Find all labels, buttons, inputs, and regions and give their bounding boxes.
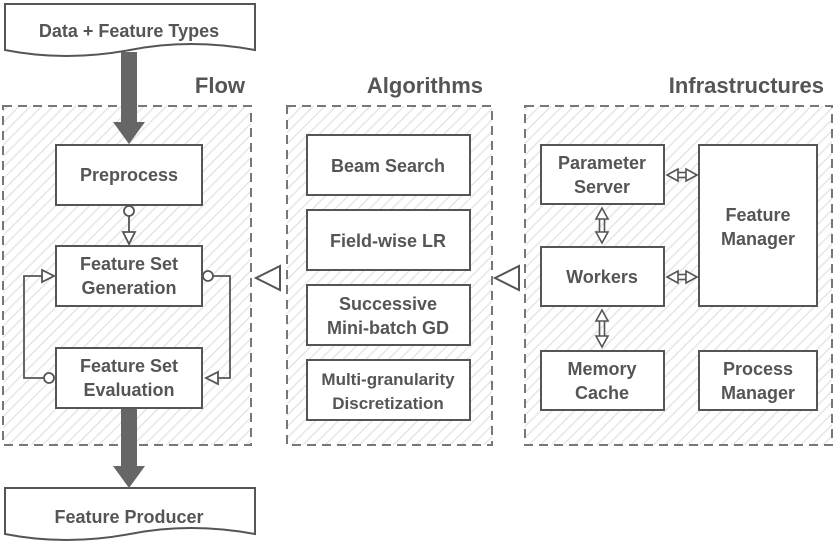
output-document — [4, 487, 256, 541]
flow-to-output-arrow — [113, 408, 145, 488]
infrastructures-to-algorithms-arrow — [492, 264, 520, 292]
feature-set-evaluation-box — [55, 347, 203, 409]
process-manager-box — [698, 350, 818, 411]
multi-granularity-discretization-box — [306, 359, 471, 421]
successive-mini-batch-gd-box — [306, 284, 471, 346]
field-wise-lr-label: Field-wise LR — [330, 231, 446, 251]
preprocess-to-generation-connector — [121, 205, 137, 247]
workers-box — [540, 246, 665, 307]
parameter-server-workers-link — [594, 206, 610, 245]
generation-to-evaluation-loop — [202, 270, 231, 386]
input-label: Data + Feature Types — [39, 21, 219, 41]
feature-set-generation-box — [55, 245, 203, 307]
algorithms-to-flow-arrow — [253, 264, 281, 292]
parameter-server-feature-manager-link — [665, 167, 699, 183]
workers-memory-cache-link — [594, 308, 610, 349]
feature-manager-box — [698, 144, 818, 307]
workers-feature-manager-link — [665, 269, 699, 285]
input-to-flow-arrow — [113, 52, 145, 144]
field-wise-lr-box — [306, 209, 471, 271]
algorithms-title: Algorithms — [367, 73, 483, 98]
output-label: Feature Producer — [54, 507, 203, 527]
infrastructures-title: Infrastructures — [669, 73, 824, 98]
input-document — [4, 3, 256, 57]
memory-cache-box — [540, 350, 665, 411]
workers-label: Workers — [566, 267, 638, 287]
evaluation-to-generation-loop — [23, 268, 57, 384]
preprocess-box — [55, 144, 203, 206]
beam-search-label: Beam Search — [331, 156, 445, 176]
flow-title: Flow — [195, 73, 246, 98]
preprocess-label: Preprocess — [80, 165, 178, 185]
beam-search-box — [306, 134, 471, 196]
parameter-server-box — [540, 144, 665, 205]
